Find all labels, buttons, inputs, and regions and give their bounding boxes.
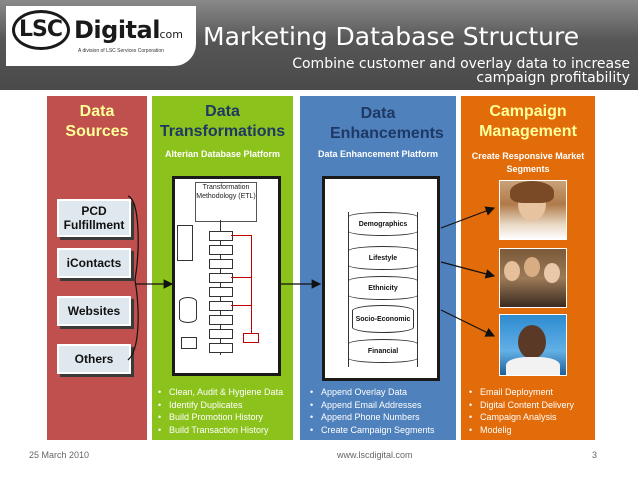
header-banner: LSC Digital .com A division of LSC Servi… [0, 0, 638, 90]
footer-date: 25 March 2010 [29, 450, 90, 460]
bullet-item: •Email Deployment [469, 387, 554, 397]
bullet-item: •Append Overlay Data [310, 387, 408, 397]
logo-oval-icon [12, 10, 70, 50]
campaign-management-title: Campaign Management [479, 103, 577, 140]
logo-suffix: .com [156, 28, 183, 41]
footer-page-number: 3 [592, 450, 598, 460]
flow-step [209, 315, 233, 325]
logo-mark: LSC [19, 17, 63, 42]
bullet-item: •Campaign Analysis [469, 412, 557, 422]
bullet-text: Email Deployment [480, 387, 554, 397]
flow-step [209, 343, 233, 353]
bullet-item: •Build Transaction History [158, 424, 269, 435]
bullet-text: Clean, Audit & Hygiene Data [169, 387, 284, 397]
face-shape [524, 257, 540, 277]
layer-lifestyle: Lifestyle [348, 246, 418, 270]
data-transformations-title: Data Transformations [159, 103, 286, 140]
etl-flowchart-panel: Transformation Methodology (ETL) [172, 176, 281, 376]
flow-step [209, 259, 233, 269]
data-sources-title: Data Sources [47, 102, 147, 142]
flow-step [209, 231, 233, 241]
enhancement-platform-label: Data Enhancement Platform [317, 149, 439, 159]
flow-database-icon [179, 297, 197, 323]
transformation-methodology-box: Transformation Methodology (ETL) [195, 182, 257, 222]
layer-socio-economic: Socio-Economic [352, 305, 414, 333]
flow-step [209, 329, 233, 339]
page-title: Marketing Database Structure [203, 22, 580, 51]
layer-demographics: Demographics [348, 212, 418, 236]
bullet-item: •Build Promotion History [158, 412, 264, 422]
logo[interactable]: LSC Digital .com A division of LSC Servi… [6, 6, 196, 66]
flow-output-box [243, 333, 259, 343]
source-pcd-fulfillment[interactable]: PCD Fulfillment [57, 199, 131, 237]
flow-link [251, 235, 252, 335]
photo-woman [499, 180, 567, 240]
hair-shape [510, 181, 554, 203]
bullet-text: Append Overlay Data [321, 387, 408, 397]
face-shape [518, 325, 546, 359]
flow-step [209, 245, 233, 255]
bullet-text: Append Email Addresses [321, 399, 422, 410]
source-others[interactable]: Others [57, 344, 131, 374]
flow-doc-stack [177, 225, 193, 261]
responsive-segments-label: Create Responsive Market Segments [471, 151, 585, 174]
bullet-item: •Create Campaign Segments [310, 424, 435, 435]
page-subtitle: Combine customer and overlay data to inc… [292, 56, 630, 86]
flow-step [209, 287, 233, 297]
face-shape [544, 263, 560, 283]
photo-group-friends [499, 248, 567, 308]
logo-tagline: A division of LSC Services Corporation [78, 48, 164, 54]
flow-link [231, 235, 251, 236]
source-websites[interactable]: Websites [57, 296, 131, 326]
flow-link [231, 277, 251, 278]
transformations-bullets: •Clean, Audit & Hygiene Data •Identify D… [158, 386, 299, 436]
flow-link [231, 305, 251, 306]
column-campaign-management: Campaign Management Create Responsive Ma… [461, 96, 595, 440]
column-data-enhancements: Data Enhancements Data Enhancement Platf… [300, 96, 456, 440]
bullet-text: Digital Content Delivery [480, 399, 575, 410]
data-enhancements-title: Data Enhancements [330, 105, 444, 142]
shirt-shape [506, 357, 560, 375]
bullet-item: •Append Phone Numbers [310, 412, 420, 422]
bullet-text: Modelig [480, 424, 512, 435]
layer-ethnicity: Ethnicity [348, 276, 418, 300]
bullet-item: •Identify Duplicates [158, 399, 243, 410]
bullet-text: Identify Duplicates [169, 399, 243, 410]
bullet-text: Create Campaign Segments [321, 424, 435, 435]
alterian-platform-label: Alterian Database Platform [164, 149, 281, 159]
photo-headset-agent [499, 314, 567, 376]
bullet-item: •Digital Content Delivery [469, 399, 575, 410]
flow-step [209, 301, 233, 311]
enhancements-bullets: •Append Overlay Data •Append Email Addre… [310, 386, 466, 436]
bullet-item: •Modelig [469, 424, 512, 435]
layer-financial: Financial [348, 339, 418, 363]
face-shape [504, 261, 520, 281]
bullet-item: •Clean, Audit & Hygiene Data [158, 387, 284, 397]
logo-name: Digital [74, 16, 160, 44]
bullet-item: •Append Email Addresses [310, 399, 422, 410]
data-sources-title-text: Data Sources [65, 103, 129, 140]
bullet-text: Campaign Analysis [480, 412, 557, 422]
column-data-transformations: Data Transformations Alterian Database P… [152, 96, 293, 440]
flow-document-icon [181, 337, 197, 349]
enhancement-database-panel: Demographics Lifestyle Ethnicity Socio-E… [322, 176, 440, 381]
column-data-sources: Data Sources PCD Fulfillment iContacts W… [47, 96, 147, 440]
footer-url[interactable]: www.lscdigital.com [337, 450, 413, 460]
campaign-bullets: •Email Deployment •Digital Content Deliv… [469, 386, 603, 436]
flow-step [209, 273, 233, 283]
source-icontacts[interactable]: iContacts [57, 248, 131, 278]
bullet-text: Build Promotion History [169, 412, 264, 422]
bullet-text: Build Transaction History [169, 424, 269, 435]
bullet-text: Append Phone Numbers [321, 412, 420, 422]
